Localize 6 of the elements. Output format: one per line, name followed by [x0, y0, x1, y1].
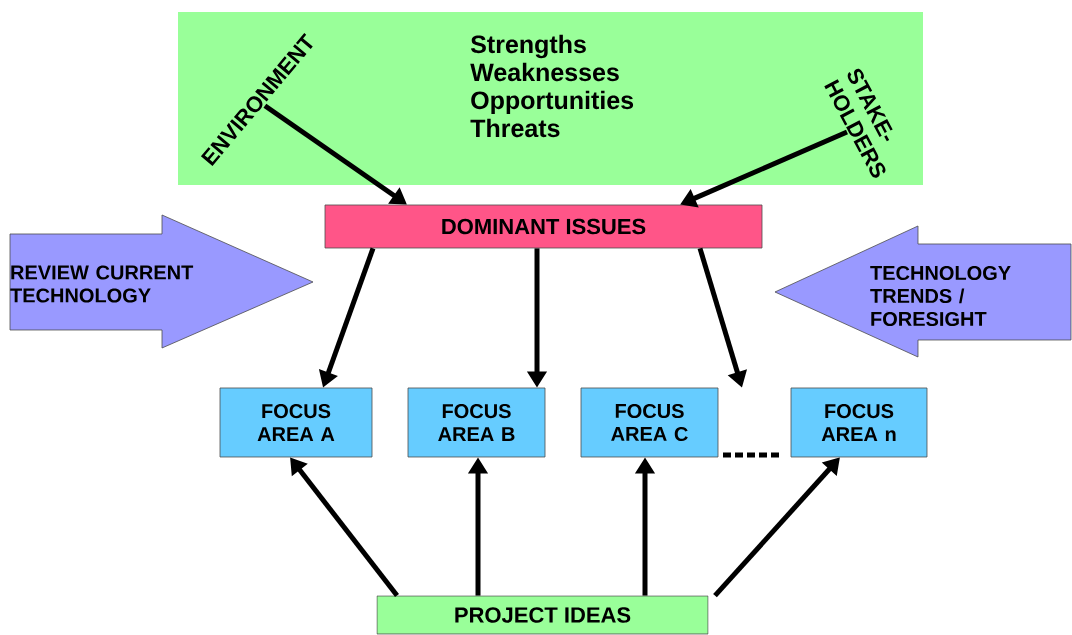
- process-box: DOMINANT ISSUES: [324, 204, 763, 249]
- process-box: FOCUS AREA n: [790, 387, 928, 458]
- process-box: PROJECT IDEAS: [376, 595, 709, 635]
- process-box: FOCUS AREA A: [219, 387, 373, 458]
- process-box: FOCUS AREA B: [407, 387, 546, 458]
- process-box: FOCUS AREA C: [580, 387, 719, 458]
